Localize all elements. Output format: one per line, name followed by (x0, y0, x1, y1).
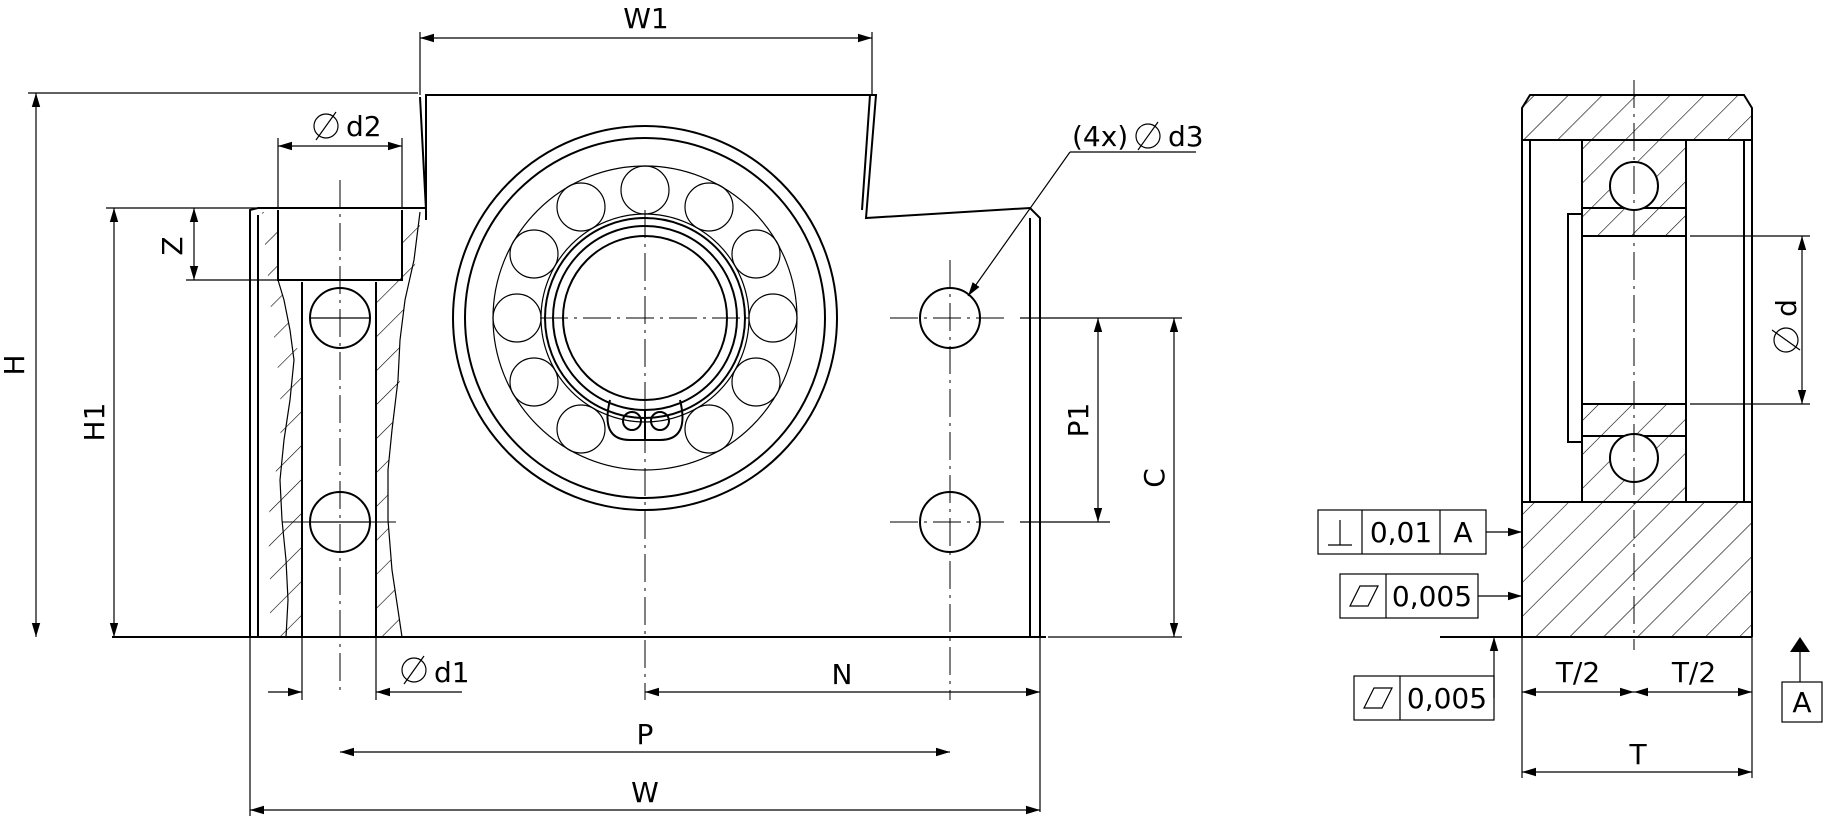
dim-label-d3-prefix: (4x) (1072, 120, 1128, 153)
circlip-hole-right (650, 411, 670, 431)
dim-W1: W1 (419, 2, 873, 95)
dim-N: N (645, 637, 1041, 812)
tolerance-value: 0,005 (1407, 682, 1487, 715)
diameter-icon (1773, 327, 1799, 353)
bearing-outer-ring-inner (464, 137, 826, 499)
dim-H1: H1 (78, 207, 256, 637)
ball (620, 165, 670, 215)
dim-d: d (1690, 235, 1810, 405)
bearing-outer-ring (452, 125, 838, 511)
datum-box (1781, 681, 1823, 723)
circlip-hole-left (622, 411, 642, 431)
ball (509, 357, 559, 407)
datum-A: A (1781, 637, 1823, 723)
dim-label-d3: d3 (1168, 120, 1204, 153)
dim-label-P1: P1 (1062, 403, 1095, 438)
tolerance-frame-flatness-lower: 0,005 (1353, 637, 1499, 721)
diameter-icon (1135, 123, 1161, 149)
dim-label-N: N (832, 658, 853, 691)
dim-label-W: W (631, 776, 659, 809)
perpendicularity-icon (1328, 520, 1352, 546)
flatness-icon (1349, 585, 1379, 607)
front-view: W1 H H1 Z d2 (0, 2, 1204, 816)
dim-C: C (1048, 317, 1182, 638)
dim-label-H1: H1 (78, 403, 111, 442)
flatness-icon (1363, 687, 1393, 709)
diameter-icon (313, 113, 339, 139)
bearing (452, 125, 838, 700)
breakout-line-left (277, 279, 295, 638)
ball (684, 182, 734, 232)
dim-label-T: T (1628, 738, 1647, 771)
section-hatch-bottom (1522, 502, 1752, 637)
section-hatch-top (1522, 95, 1752, 140)
dim-label-d2: d2 (346, 110, 382, 143)
housing-inner-edge (257, 94, 1031, 637)
ball (492, 293, 542, 343)
dim-Z: Z (156, 208, 278, 281)
dim-label-T-half-left: T/2 (1555, 656, 1600, 689)
dim-d2: d2 (277, 110, 403, 208)
breakout-line-right (387, 211, 421, 638)
section-hatch-right (376, 212, 420, 637)
dim-T: T/2 T/2 T (1521, 637, 1753, 778)
tolerance-frame-perpendicularity: 0,01 A (1317, 509, 1522, 555)
tolerance-value: 0,01 (1370, 516, 1432, 549)
ball (509, 229, 559, 279)
side-view: d T/2 T/2 T A (1317, 80, 1823, 778)
tolerance-frame-flatness-upper: 0,005 (1339, 573, 1522, 619)
datum-label: A (1792, 686, 1811, 719)
dim-label-C: C (1138, 468, 1171, 488)
section-hatch-left (262, 212, 302, 637)
dim-label-H: H (0, 354, 31, 375)
retaining-ring-section (1567, 213, 1583, 443)
side-outline (1521, 94, 1753, 637)
diameter-icon (401, 657, 427, 683)
dim-label-T-half-right: T/2 (1671, 656, 1716, 689)
datum-triangle (1790, 637, 1810, 652)
ball (556, 404, 606, 454)
dim-d1: d1 (268, 637, 470, 700)
rolling-elements (492, 165, 798, 454)
ball (731, 229, 781, 279)
dim-label-d1: d1 (434, 656, 470, 689)
dim-label-d: d (1770, 299, 1803, 317)
dim-H: H (0, 92, 418, 637)
ball (748, 293, 798, 343)
ball (556, 182, 606, 232)
dim-label-Z: Z (156, 236, 189, 255)
dim-d3: (4x) d3 (967, 120, 1204, 297)
tolerance-value: 0,005 (1392, 580, 1472, 613)
housing-outline (249, 94, 1041, 638)
ball (684, 404, 734, 454)
dim-W: W (249, 637, 1040, 816)
dim-label-P: P (637, 718, 654, 751)
dim-label-W1: W1 (623, 2, 669, 35)
dim-P: P (340, 718, 950, 757)
tolerance-datum: A (1453, 516, 1472, 549)
ball (731, 357, 781, 407)
dim-P1: P1 (1020, 317, 1110, 523)
